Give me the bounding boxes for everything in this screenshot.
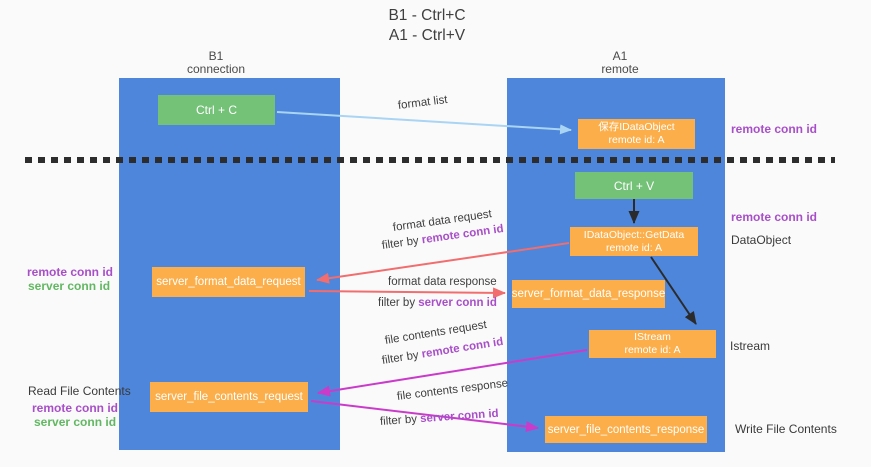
box-ctrl-v-label: Ctrl + V <box>613 178 655 193</box>
box-server-file-contents-request: server_file_contents_request <box>150 382 308 412</box>
server-conn-id-text: server conn id <box>418 297 497 309</box>
label-format-data-response: format data response <box>388 276 497 288</box>
label-server-conn-id-left-file: server conn id <box>34 415 117 429</box>
box-server-format-data-response: server_format_data_response <box>512 280 665 308</box>
box-server-format-data-request-label: server_format_data_request <box>156 276 301 288</box>
box-ctrl-v: Ctrl + V <box>575 172 693 199</box>
label-filter-by-server-conn-id-format: filter by server conn id <box>378 297 497 309</box>
label-write-file-contents: Write File Contents <box>735 422 837 436</box>
arrow-file-contents-request <box>317 349 588 397</box>
label-dataobject: DataObject <box>731 233 792 247</box>
label-remote-conn-id-left-format: remote conn id <box>27 265 114 279</box>
box-server-file-contents-response-label: server_file_contents_response <box>547 423 705 436</box>
box-idataobject-getdata-line2: remote id: A <box>605 241 663 254</box>
column-header-b1: B1 connection <box>146 50 286 75</box>
column-b1-name: B1 <box>208 49 224 63</box>
box-server-file-contents-request-label: server_file_contents_request <box>155 391 303 403</box>
column-header-a1: A1 remote <box>550 50 690 75</box>
box-server-format-data-request: server_format_data_request <box>152 267 305 297</box>
box-save-idataobject: 保存IDataObject remote id: A <box>578 119 695 149</box>
column-a1-role: remote <box>601 61 639 76</box>
box-server-format-data-response-label: server_format_data_response <box>511 288 666 300</box>
label-remote-conn-id-mid-right: remote conn id <box>731 210 818 224</box>
box-istream: IStream remote id: A <box>589 330 716 358</box>
diagram-title-line1: B1 - Ctrl+C <box>388 7 466 24</box>
box-save-idataobject-line1: 保存IDataObject <box>598 121 675 133</box>
arrow-file-contents-response <box>310 400 539 433</box>
box-idataobject-getdata-line1: IDataObject::GetData <box>583 228 685 241</box>
diagram-title: B1 - Ctrl+C A1 - Ctrl+V <box>227 6 627 46</box>
box-idataobject-getdata: IDataObject::GetData remote id: A <box>570 227 698 256</box>
label-server-conn-id-left-format: server conn id <box>28 279 111 293</box>
column-a1-name: A1 <box>612 49 628 63</box>
box-istream-line1: IStream <box>634 331 671 343</box>
diagram-title-line2: A1 - Ctrl+V <box>388 27 466 44</box>
box-server-file-contents-response: server_file_contents_response <box>545 416 707 443</box>
arrow-format-list <box>276 111 572 135</box>
box-save-idataobject-line2: remote id: A <box>608 134 665 146</box>
label-remote-conn-id-left-file: remote conn id <box>32 401 119 415</box>
box-istream-line2: remote id: A <box>624 344 681 356</box>
label-remote-conn-id-top-right: remote conn id <box>731 122 818 136</box>
arrow-format-data-response <box>308 287 506 299</box>
box-ctrl-c: Ctrl + C <box>158 95 275 125</box>
column-b1-role: connection <box>186 61 246 76</box>
arrow-getdata-to-istream <box>650 256 697 325</box>
label-read-file-contents: Read File Contents <box>28 384 131 398</box>
arrow-format-data-request <box>316 242 570 284</box>
box-ctrl-c-label: Ctrl + C <box>195 103 237 117</box>
filter-by-text: filter by <box>378 297 419 309</box>
label-istream: Istream <box>730 339 771 353</box>
